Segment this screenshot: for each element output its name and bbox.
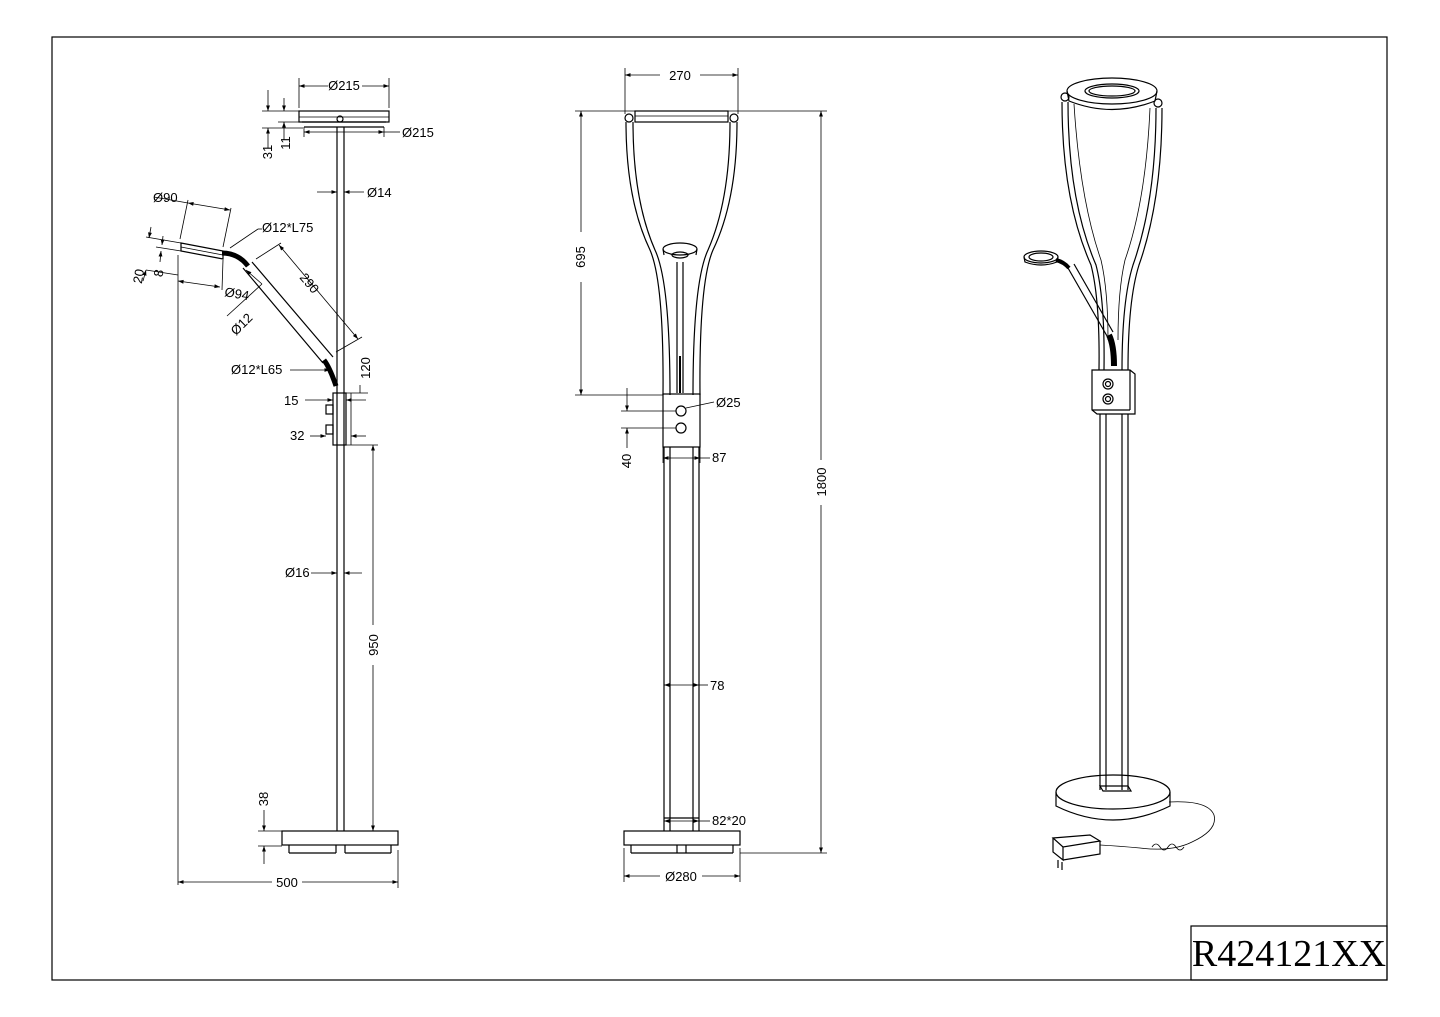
sheet-border (51, 36, 1388, 981)
dim-top-height-plate: 11 (278, 136, 293, 150)
dim-button-pitch: 40 (619, 454, 634, 468)
side-flex-neck (221, 250, 250, 268)
dim-base-height: 38 (256, 792, 271, 806)
persp-button-upper (1102, 378, 1114, 390)
dim-top-height-total: 31 (260, 145, 275, 159)
dim-head-diameter: Ø90 (153, 190, 178, 205)
front-reading-head (662, 242, 698, 256)
persp-left-frame (1061, 101, 1100, 371)
front-button-lower (675, 422, 687, 434)
dim-arm-tip-spec: Ø12*L75 (262, 220, 313, 235)
side-base (281, 830, 399, 846)
dim-arm-base-offset: 120 (358, 357, 373, 379)
dim-box-width: 87 (712, 450, 726, 465)
persp-button-lower (1102, 393, 1114, 405)
persp-reading-head (1023, 250, 1059, 266)
dim-foot-size: 82*20 (712, 813, 746, 828)
persp-switch-box (1091, 369, 1136, 415)
side-switch-box (332, 392, 347, 446)
dim-top-diameter-upper: Ø215 (328, 78, 360, 93)
dim-arm-diameter: Ø12 (228, 310, 256, 338)
persp-top-ring (1066, 77, 1158, 105)
persp-glass-cone (1073, 103, 1151, 341)
dim-base-diameter: Ø280 (665, 869, 697, 884)
dim-tube-width: 78 (710, 678, 724, 693)
product-code: R424121XX (1192, 933, 1386, 975)
front-button-upper (675, 405, 687, 417)
front-view: 270 695 1800 Ø25 40 87 78 82*20 (573, 68, 829, 884)
dim-top-width: 270 (669, 68, 691, 83)
side-reading-head (180, 242, 224, 260)
dim-stem-lower-height: 950 (366, 634, 381, 656)
dim-switch-depth: 32 (290, 428, 304, 443)
dim-head-outer-diameter: Ø94 (223, 284, 250, 303)
dim-arm-base-spec: Ø12*L65 (231, 362, 282, 377)
title-block (1190, 925, 1388, 981)
dim-stem-upper-diameter: Ø14 (367, 185, 392, 200)
dim-top-diameter-lower: Ø215 (402, 125, 434, 140)
dim-overall-width: 500 (276, 875, 298, 890)
persp-base (1055, 774, 1171, 810)
perspective-view (1023, 77, 1215, 870)
side-top-reflector (298, 110, 390, 123)
persp-power-cable (1099, 801, 1215, 850)
front-left-rib (625, 121, 664, 396)
dim-head-height: 20 (130, 268, 147, 285)
dim-button-diameter: Ø25 (716, 395, 741, 410)
front-switch-box (662, 393, 701, 448)
front-base (623, 830, 741, 846)
front-right-rib (699, 121, 738, 396)
persp-right-frame (1127, 107, 1163, 371)
dim-switch-width: 15 (284, 393, 298, 408)
persp-plug-adapter (1051, 834, 1102, 848)
side-view: Ø215 Ø215 31 11 Ø14 Ø90 Ø12*L75 (130, 78, 434, 890)
dim-head-plate: 8 (151, 268, 167, 278)
dim-reflector-height: 695 (573, 246, 588, 268)
dim-overall-height: 1800 (814, 468, 829, 497)
dim-stem-lower-diameter: Ø16 (285, 565, 310, 580)
front-top-reflector (634, 110, 729, 123)
